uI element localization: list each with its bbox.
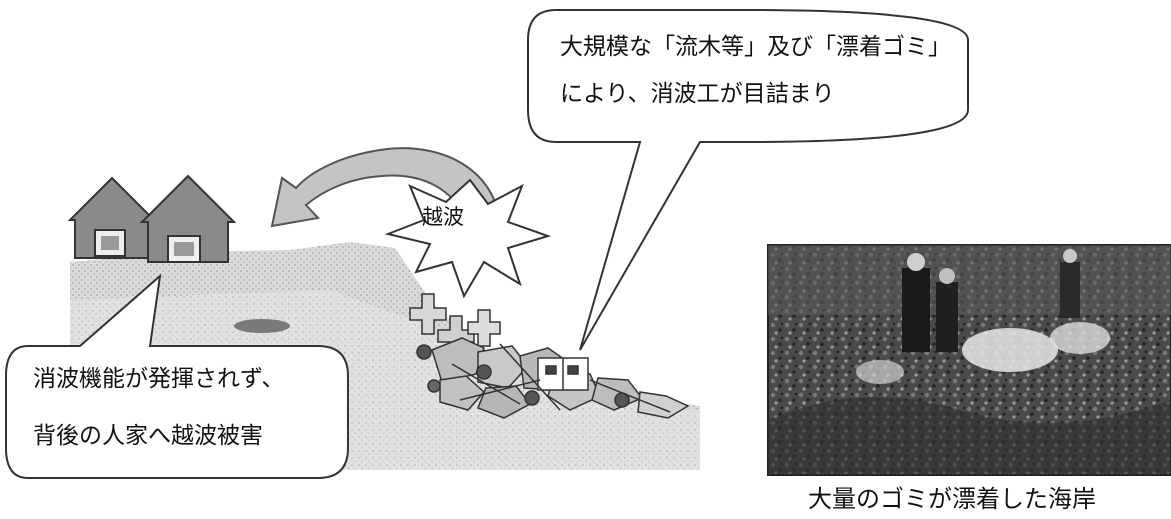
callout-top-bubble [527,9,969,351]
ground-mark [234,319,290,333]
callout-left-line1: 消波機能が発揮されず、 [33,366,285,392]
overtopping-arrow-icon [270,147,502,254]
callout-left-line2: 背後の人家へ越波被害 [33,423,263,449]
splash-star-icon [384,178,552,299]
callout-left-bubble [5,273,349,479]
callout-top-line2: により、消波工が目詰まり [560,81,835,107]
overtopping-label: 越波 [422,205,464,229]
debris-photo [767,244,1171,476]
callout-top-line1: 大規模な「流木等」及び「漂着ゴミ」 [560,34,951,60]
photo-caption: 大量のゴミが漂着した海岸 [808,485,1096,513]
house-left-icon [67,176,157,259]
wave-dissipating-blocks-icon [409,293,690,419]
house-right-icon [139,174,237,263]
